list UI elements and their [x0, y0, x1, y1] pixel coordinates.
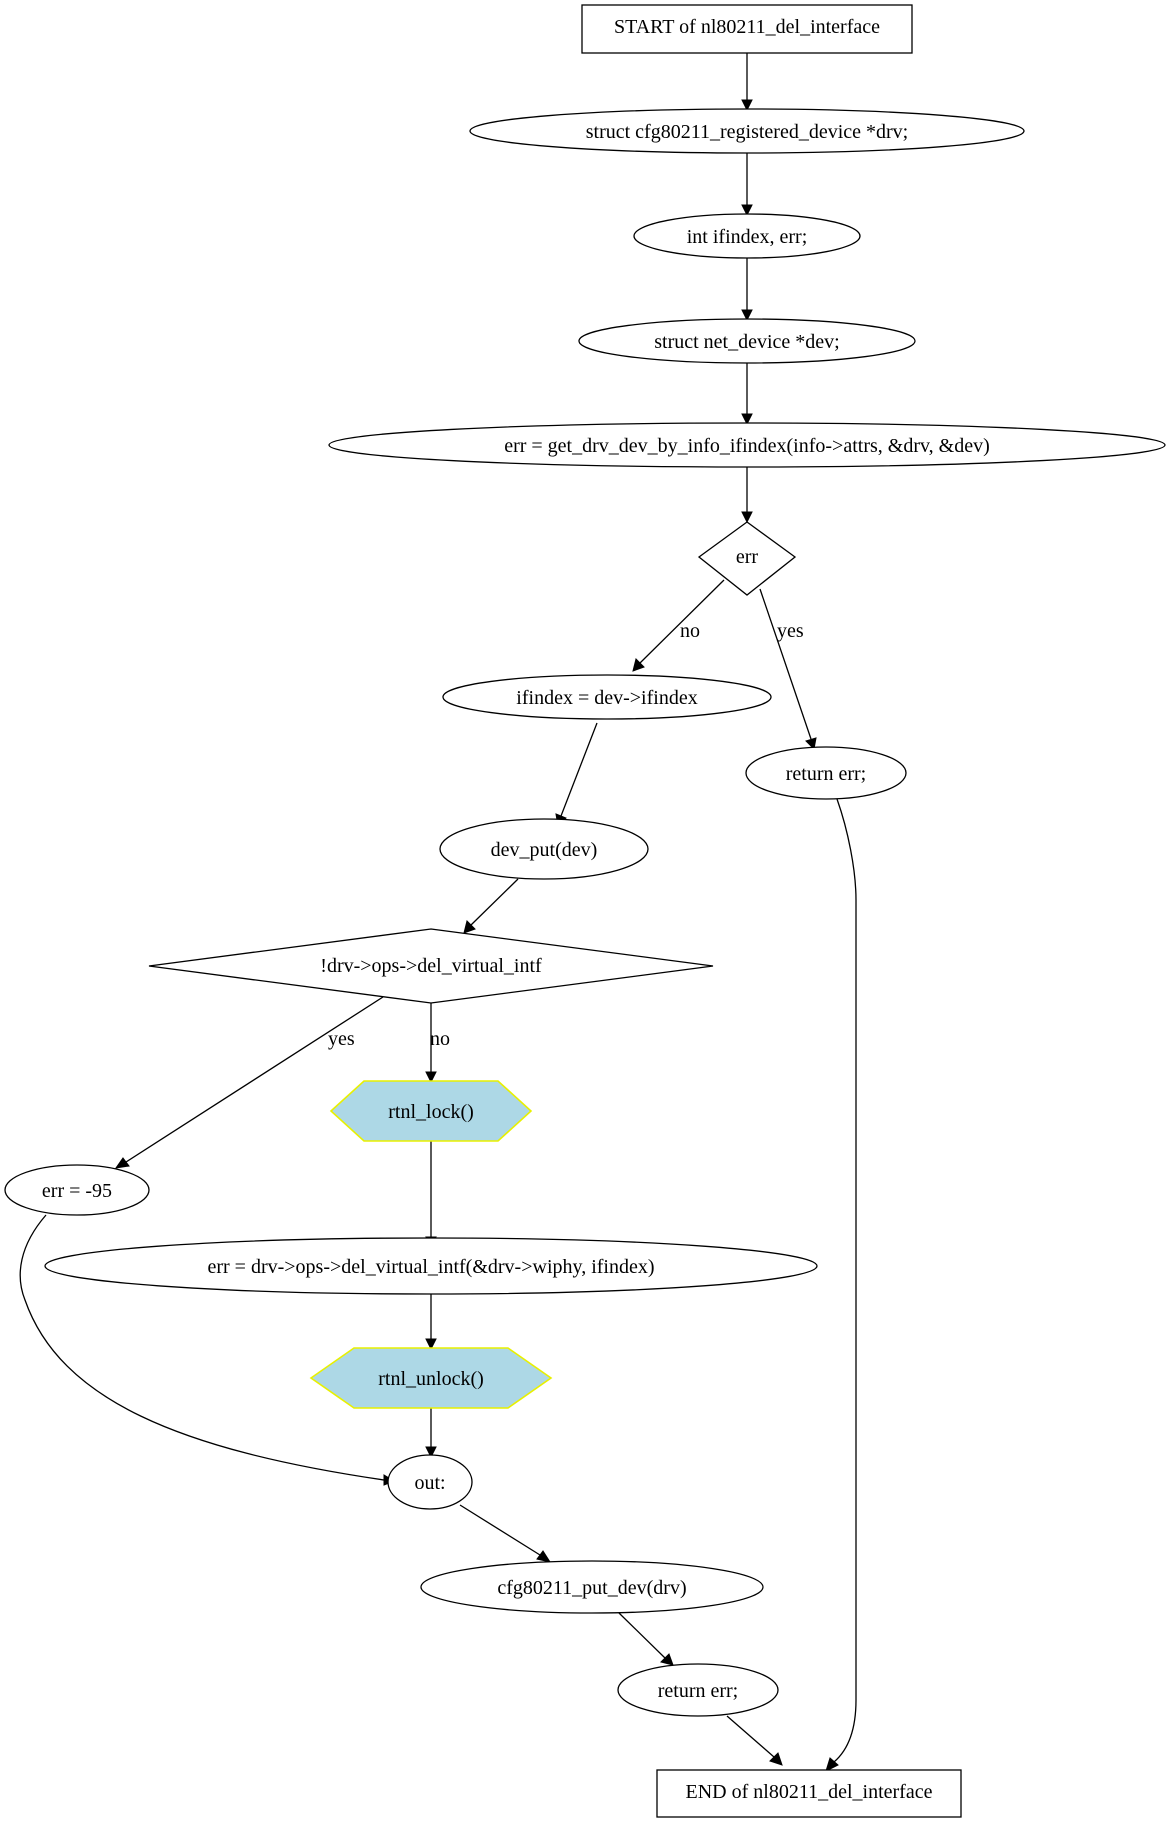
edge-put-dev-return2: [618, 1612, 666, 1659]
cond-del-node: !drv->ops->del_virtual_intf: [148, 928, 714, 1004]
arrowhead: [425, 1446, 437, 1459]
start-node-label: START of nl80211_del_interface: [614, 16, 880, 38]
edge-err95-out: [19, 1214, 385, 1481]
arrowhead: [425, 1338, 437, 1351]
edge-label-err-no: no: [680, 620, 700, 642]
arrowhead: [536, 1550, 552, 1563]
rtnl-unlock-shape: [309, 1347, 553, 1409]
del-call-node: err = drv->ops->del_virtual_intf(&drv->w…: [44, 1237, 818, 1295]
arrowhead: [463, 920, 476, 934]
start-node: START of nl80211_del_interface: [581, 4, 913, 54]
edge-cond-err-no: [639, 579, 725, 664]
edge-label-del-no: no: [430, 1028, 450, 1050]
cond-err-node: err: [697, 521, 797, 596]
decl-dev-node: struct net_device *dev;: [578, 318, 916, 364]
rtnl-lock-node: rtnl_lock(): [329, 1080, 533, 1142]
return-err-2-node: return err;: [617, 1663, 779, 1717]
decl-dev-label: struct net_device *dev;: [654, 331, 840, 353]
edge-out-put-dev: [459, 1504, 541, 1556]
out-label: out:: [414, 1472, 445, 1494]
decl-drv-label: struct cfg80211_registered_device *drv;: [586, 121, 908, 143]
arrowhead: [741, 204, 753, 217]
rtnl-lock-shape: [329, 1080, 533, 1142]
arrowhead: [425, 1071, 437, 1084]
out-node: out:: [387, 1454, 473, 1510]
arrowhead: [632, 658, 645, 672]
return-err-1-node: return err;: [745, 746, 907, 800]
nodes: START of nl80211_del_interface struct cf…: [4, 4, 1166, 1818]
arrowhead: [114, 1157, 130, 1169]
rtnl-unlock-label: rtnl_unlock(): [378, 1368, 484, 1390]
edge-label-del-yes: yes: [328, 1028, 355, 1050]
decl-int-label: int ifindex, err;: [687, 226, 808, 248]
decl-int-node: int ifindex, err;: [633, 213, 861, 259]
del-call-label: err = drv->ops->del_virtual_intf(&drv->w…: [207, 1256, 654, 1278]
err-95-label: err = -95: [42, 1180, 112, 1202]
edges: [19, 53, 857, 1772]
arrowhead: [660, 1653, 674, 1666]
arrowhead: [769, 1752, 783, 1766]
end-node: END of nl80211_del_interface: [656, 1769, 962, 1818]
arrowhead: [741, 413, 753, 426]
edge-ifindex-dev-put: [560, 722, 598, 817]
get-dev-node: err = get_drv_dev_by_info_ifindex(info->…: [328, 422, 1166, 468]
cond-err-label: err: [736, 546, 759, 568]
ifindex-assign-node: ifindex = dev->ifindex: [442, 674, 772, 720]
put-dev-node: cfg80211_put_dev(drv): [420, 1560, 764, 1614]
ifindex-assign-label: ifindex = dev->ifindex: [516, 687, 697, 709]
cond-del-label: !drv->ops->del_virtual_intf: [320, 955, 542, 977]
edge-cond-del-yes: [125, 996, 384, 1163]
edge-label-err-yes: yes: [777, 620, 804, 642]
decl-drv-node: struct cfg80211_registered_device *drv;: [469, 108, 1025, 154]
arrowhead: [805, 737, 817, 751]
rtnl-lock-label: rtnl_lock(): [388, 1101, 474, 1123]
end-node-label: END of nl80211_del_interface: [686, 1781, 933, 1803]
arrowhead: [741, 309, 753, 322]
return-err-1-label: return err;: [786, 763, 867, 785]
edge-labels: no yes yes no: [328, 620, 804, 1050]
dev-put-label: dev_put(dev): [491, 839, 598, 861]
edge-return1-end: [833, 798, 857, 1763]
arrowhead: [741, 99, 753, 112]
err-95-node: err = -95: [4, 1164, 150, 1216]
get-dev-label: err = get_drv_dev_by_info_ifindex(info->…: [504, 435, 990, 457]
put-dev-label: cfg80211_put_dev(drv): [497, 1577, 686, 1599]
arrowhead: [741, 511, 753, 524]
return-err-2-label: return err;: [658, 1680, 739, 1702]
arrowhead: [825, 1757, 839, 1772]
edge-return2-end: [726, 1715, 775, 1758]
edge-cond-err-yes: [759, 588, 812, 740]
rtnl-unlock-node: rtnl_unlock(): [309, 1347, 553, 1409]
dev-put-node: dev_put(dev): [439, 818, 649, 880]
edge-dev-put-cond-del: [470, 878, 519, 926]
